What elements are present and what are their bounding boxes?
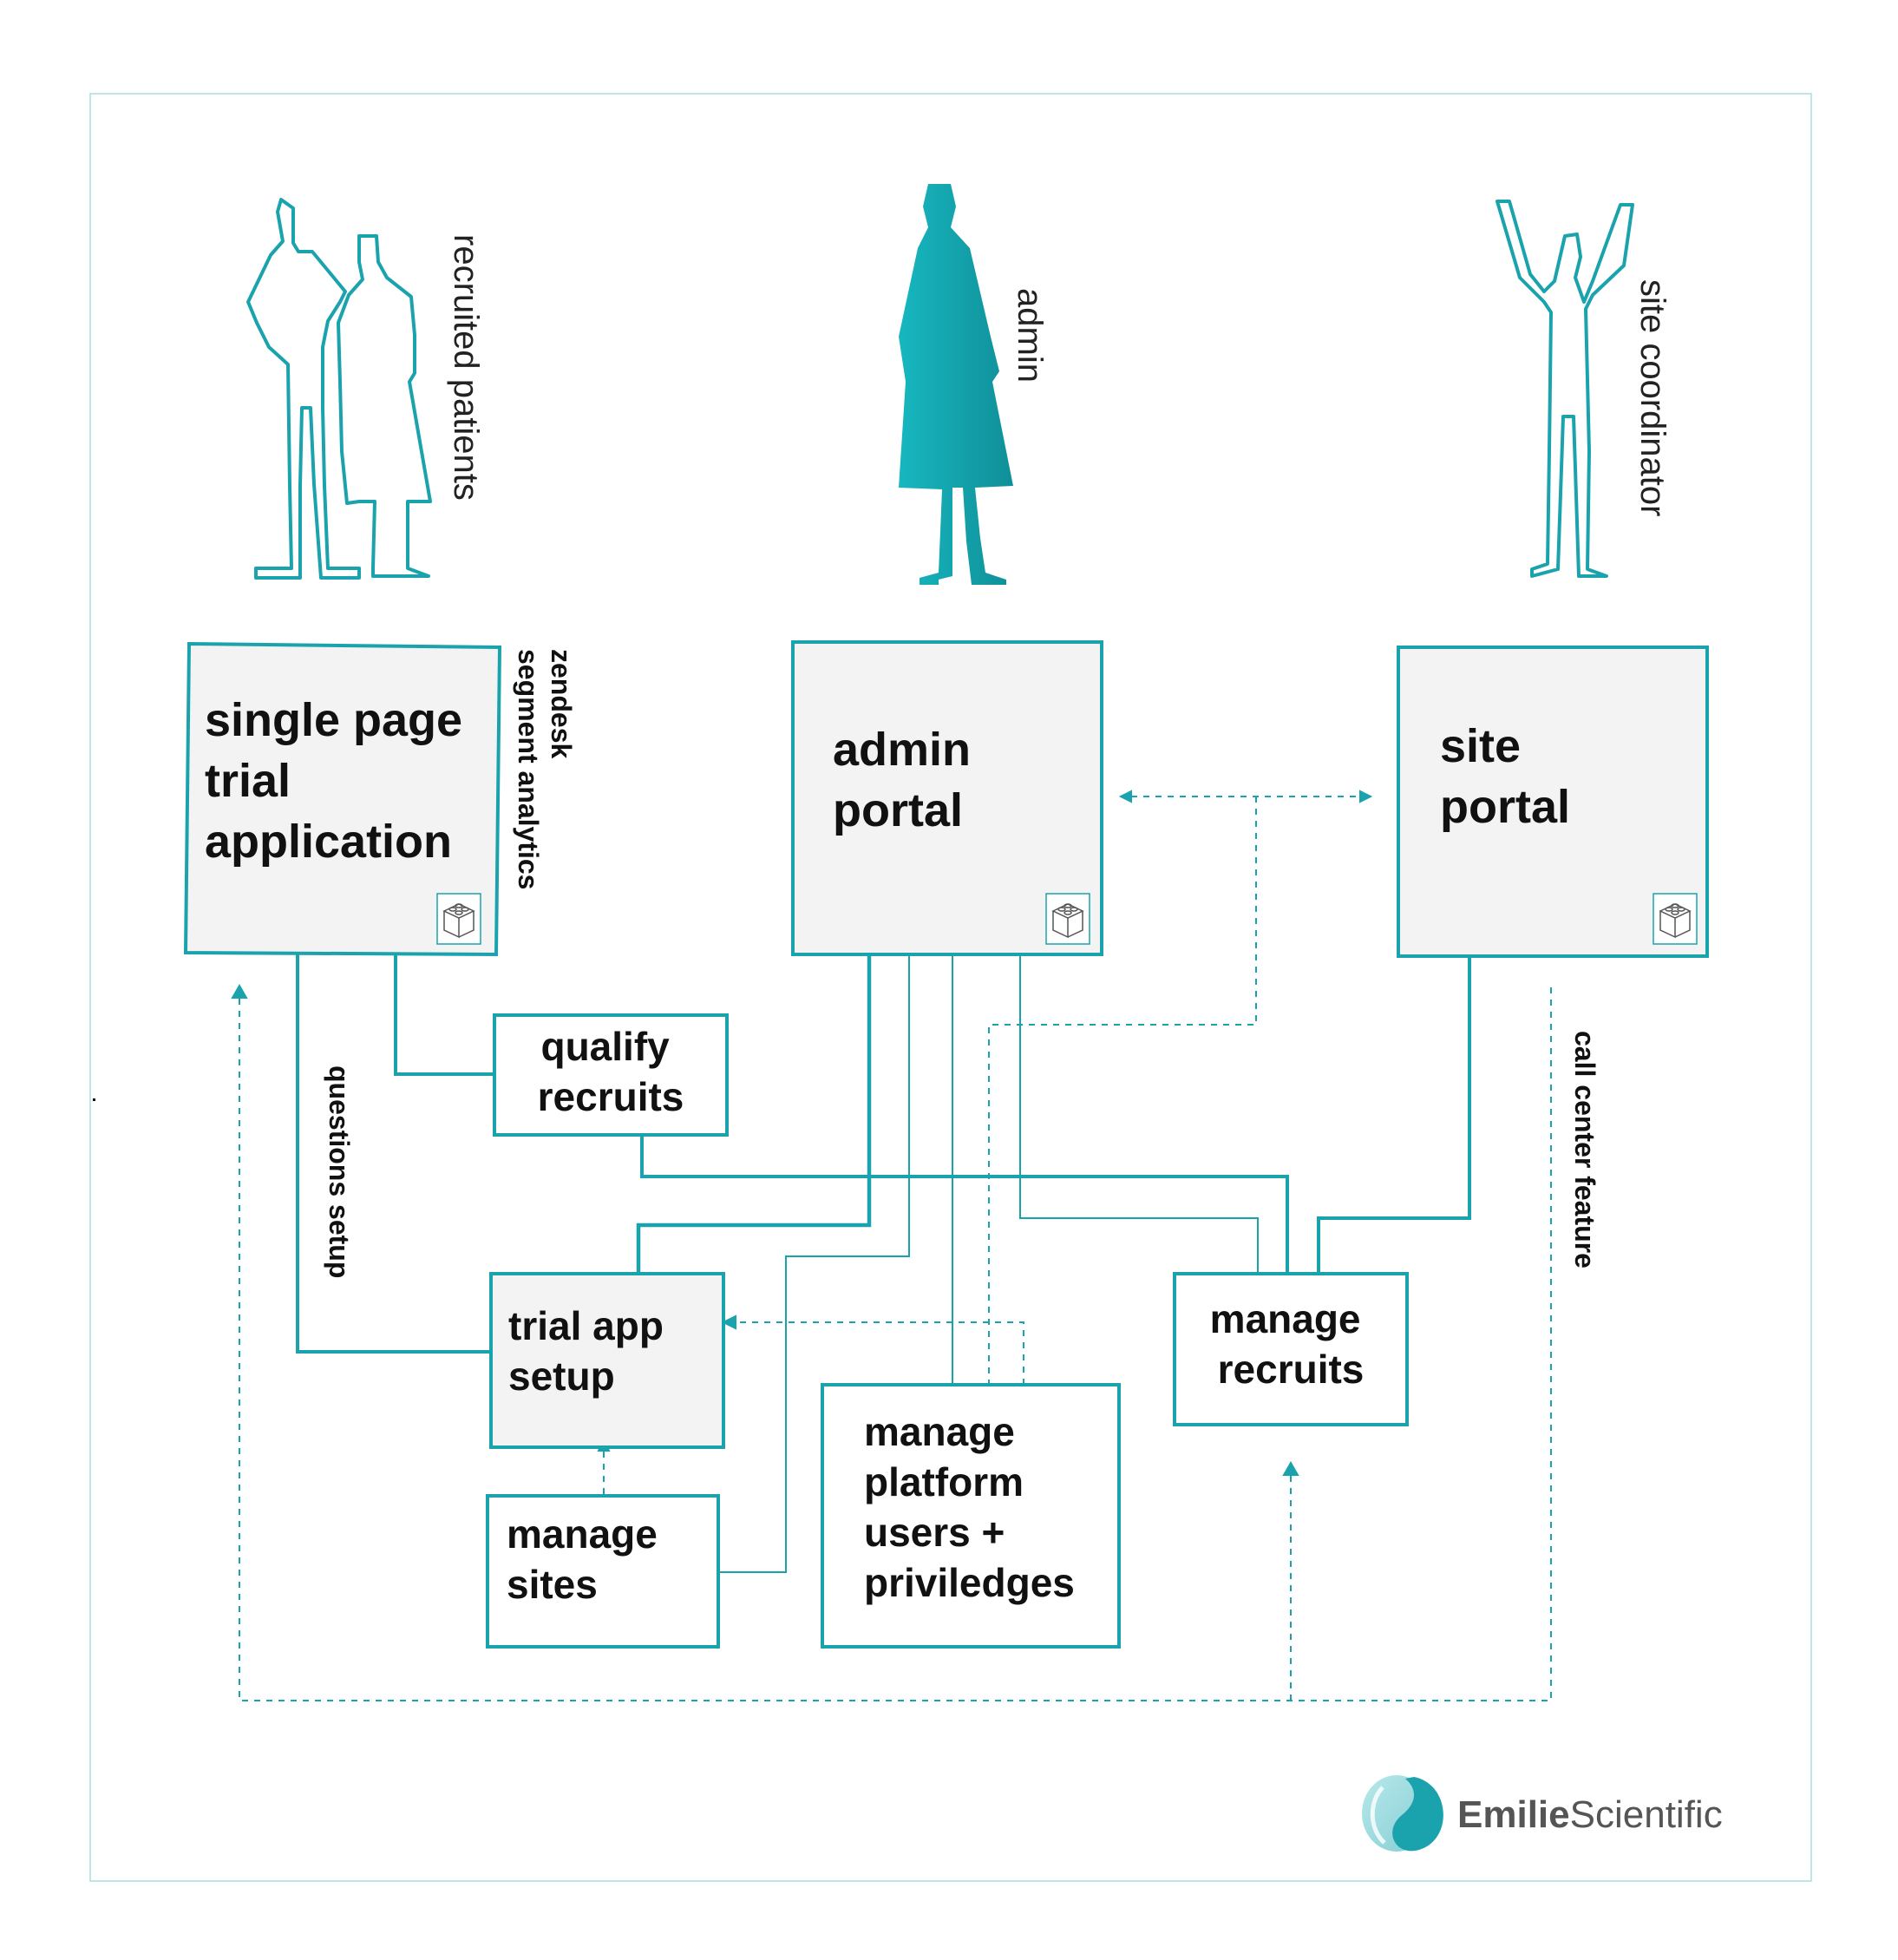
spa-box[interactable]: single page trial application [183,641,502,957]
lego-block-icon [436,893,481,945]
svg-text:site portal: site portal [1440,720,1570,833]
spa-line-3: application [205,816,452,868]
manage-sites-line-2: sites [507,1562,598,1607]
emilie-scientific-logo: EmilieScientific [1362,1775,1723,1852]
manage-recruits-line-1: manage [1210,1296,1361,1341]
admin-portal-line-1: admin [833,724,971,776]
connectors-solid [296,951,1471,1573]
stray-dot [93,1098,95,1101]
coordinator-label: site coordinator [1633,279,1672,516]
lego-block-icon [1653,893,1698,945]
qualify-recruits-box[interactable]: qualify recruits [493,1013,729,1137]
patients-label: recruited patients [447,234,485,501]
call-center-label: call center feature [1569,1031,1600,1268]
manage-users-line-1: manage [864,1409,1015,1454]
qualify-line-2: recruits [538,1074,684,1119]
zendesk-label: zendesk [546,649,577,758]
admin-portal-line-2: portal [833,784,963,836]
spa-line-1: single page [205,694,462,746]
questions-setup-label: questions setup [324,1065,355,1278]
logo-brand-light: Scientific [1570,1793,1723,1836]
manage-users-line-3: users + [864,1510,1005,1555]
svg-text:admin portal: admin portal [833,724,984,836]
admin-icon [899,184,1013,585]
site-portal-box[interactable]: site portal [1397,646,1709,958]
svg-text:trial app setup: trial app setup [508,1303,675,1399]
svg-text:manage sites: manage sites [507,1511,669,1607]
manage-recruits-box[interactable]: manage recruits [1173,1272,1409,1426]
lego-block-icon [1045,893,1090,945]
site-portal-line-1: site [1440,720,1521,772]
segment-analytics-label: segment analytics [513,649,544,889]
coordinator-icon [1495,200,1634,578]
svg-text:single page trial: single page trial application [205,694,475,868]
manage-users-box[interactable]: manage platform users + priviledges [821,1383,1121,1649]
svg-text:manage platform us: manage platform users + priviledges [864,1409,1075,1605]
manage-users-line-4: priviledges [864,1560,1075,1605]
site-portal-line-2: portal [1440,781,1570,833]
connectors-dashed [231,790,1552,1701]
logo-mark-icon [1362,1775,1443,1852]
manage-users-line-2: platform [864,1459,1024,1504]
svg-text:manage recruits: manage recruits [1210,1296,1372,1392]
svg-text:qualify recruits: qualify recruits [538,1024,684,1119]
spa-line-2: trial [205,755,291,807]
manage-sites-line-1: manage [507,1511,658,1557]
trial-setup-line-1: trial app [508,1303,664,1348]
patients-icon [246,198,432,580]
trial-setup-line-2: setup [508,1354,615,1399]
logo-brand-bold: Emilie [1457,1793,1570,1836]
admin-portal-box[interactable]: admin portal [791,640,1103,956]
manage-sites-box[interactable]: manage sites [486,1494,720,1649]
admin-label: admin [1011,288,1049,383]
diagram-frame [89,93,1812,1882]
manage-recruits-line-2: recruits [1218,1347,1365,1392]
qualify-line-1: qualify [540,1024,670,1069]
spa-integrations-label: zendesk segment analytics [513,649,577,889]
trial-app-setup-box[interactable]: trial app setup [489,1272,725,1449]
svg-text:EmilieScientific: EmilieScientific [1457,1793,1723,1836]
